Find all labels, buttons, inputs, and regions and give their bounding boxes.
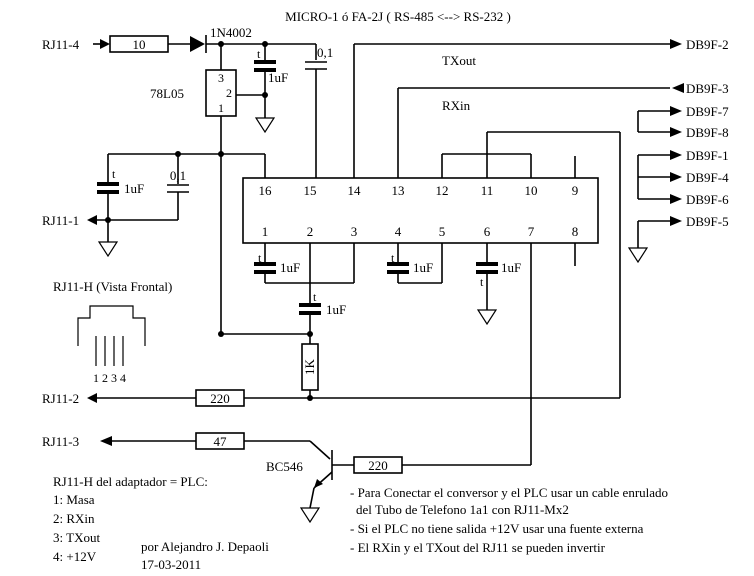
arrow-icon: [670, 150, 682, 160]
ic-pin-label: 8: [572, 224, 579, 239]
transistor-label: BC546: [266, 459, 303, 474]
capacitor-electrolytic-icon: [254, 60, 276, 72]
cap-1uf-top-label: 1uF: [268, 70, 288, 85]
reg-pin2: 2: [226, 86, 232, 100]
arrow-icon: [670, 216, 682, 226]
ic-pin-label: 12: [436, 183, 449, 198]
legend-item: 4: +12V: [53, 549, 97, 564]
arrow-icon: [100, 39, 110, 49]
label-rj11-1: RJ11-1: [42, 213, 79, 228]
ic-pin-label: 10: [525, 183, 538, 198]
label-db9f-7: DB9F-7: [686, 104, 729, 119]
polarity-mark: t: [313, 290, 317, 304]
ic-pin-label: 2: [307, 224, 314, 239]
resistor-220-a-label: 220: [210, 391, 230, 406]
arrow-icon: [87, 215, 97, 225]
label-db9f-5: DB9F-5: [686, 214, 729, 229]
label-db9f-4: DB9F-4: [686, 170, 729, 185]
author-date: 17-03-2011: [141, 557, 201, 572]
diagram-title: MICRO-1 ó FA-2J ( RS-485 <--> RS-232 ): [285, 9, 511, 24]
cap-1uf-c3-label: 1uF: [413, 260, 433, 275]
reg-pin1: 1: [218, 101, 224, 115]
arrow-icon: [670, 172, 682, 182]
capacitor-electrolytic-icon: [97, 182, 119, 194]
polarity-mark: t: [480, 275, 484, 289]
label-db9f-2: DB9F-2: [686, 37, 729, 52]
arrow-icon: [670, 127, 682, 137]
capacitor-electrolytic-icon: [254, 262, 276, 274]
label-txout: TXout: [442, 53, 476, 68]
regulator-label: 78L05: [150, 86, 184, 101]
arrow-icon: [670, 106, 682, 116]
ic-pin-label: 3: [351, 224, 358, 239]
legend-title: RJ11-H del adaptador = PLC:: [53, 474, 208, 489]
legend-item: 1: Masa: [53, 492, 95, 507]
ic-pin-label: 13: [392, 183, 405, 198]
note-line: del Tubo de Telefono 1a1 con RJ11-Mx2: [356, 502, 569, 517]
rj11h-title: RJ11-H (Vista Frontal): [53, 279, 172, 294]
reg-pin3: 3: [218, 71, 224, 85]
ic-chip: [242, 177, 599, 244]
polarity-mark: t: [112, 167, 116, 181]
cap-1uf-left-label: 1uF: [124, 181, 144, 196]
capacitor-icon: [305, 61, 327, 70]
cap-1uf-c4-label: 1uF: [501, 260, 521, 275]
arrow-icon: [87, 393, 97, 403]
label-db9f-3: DB9F-3: [686, 81, 729, 96]
resistor-220-b-label: 220: [368, 458, 388, 473]
note-line: - Si el PLC no tiene salida +12V usar un…: [350, 521, 644, 536]
label-db9f-8: DB9F-8: [686, 125, 729, 140]
transistor-npn-icon: [313, 450, 333, 489]
arrow-icon: [100, 436, 112, 446]
cap-1uf-c2-label: 1uF: [326, 302, 346, 317]
label-db9f-1: DB9F-1: [686, 148, 729, 163]
ground-icon: [299, 507, 321, 524]
label-rj11-3: RJ11-3: [42, 434, 79, 449]
label-db9f-6: DB9F-6: [686, 192, 729, 207]
label-rj11-4: RJ11-4: [42, 37, 80, 52]
arrow-icon: [672, 83, 684, 93]
ground-icon: [627, 247, 649, 264]
ic-pin-label: 11: [481, 183, 494, 198]
label-rj11-2: RJ11-2: [42, 391, 79, 406]
resistor-47-label: 47: [214, 434, 228, 449]
legend-item: 2: RXin: [53, 511, 95, 526]
ic-pin-label: 5: [439, 224, 446, 239]
cap-1uf-c1-label: 1uF: [280, 260, 300, 275]
capacitor-electrolytic-icon: [476, 262, 498, 274]
author-name: por Alejandro J. Depaoli: [141, 539, 269, 554]
ic-pin-label: 14: [348, 183, 362, 198]
polarity-mark: t: [258, 251, 262, 265]
rj11h-pins: 1 2 3 4: [93, 371, 126, 385]
ic-pin-label: 1: [262, 224, 269, 239]
capacitor-icon: [167, 184, 189, 193]
ground-icon: [97, 241, 119, 258]
rj11-connector-icon: [77, 305, 146, 366]
resistor-1k-label: 1K: [302, 358, 317, 375]
resistor-10-label: 10: [133, 37, 146, 52]
ground-icon: [254, 117, 276, 134]
ic-pin-label: 9: [572, 183, 579, 198]
legend-item: 3: TXout: [53, 530, 100, 545]
ic-pin-label: 16: [259, 183, 273, 198]
polarity-mark: t: [257, 47, 261, 61]
capacitor-electrolytic-icon: [387, 262, 409, 274]
capacitor-electrolytic-icon: [299, 303, 321, 315]
diode-label: 1N4002: [210, 25, 252, 40]
diode-icon: [190, 35, 207, 53]
arrow-icon: [670, 194, 682, 204]
cap-01-top-label: 0,1: [317, 45, 333, 60]
arrow-icon: [670, 39, 682, 49]
ic-pin-label: 4: [395, 224, 402, 239]
label-rxin: RXin: [442, 98, 471, 113]
ic-pin-label: 15: [304, 183, 317, 198]
ic-pin-label: 6: [484, 224, 491, 239]
polarity-mark: t: [391, 251, 395, 265]
cap-01-left-label: 0,1: [170, 168, 186, 183]
ground-icon: [476, 309, 498, 326]
note-line: - El RXin y el TXout del RJ11 se pueden …: [350, 540, 606, 555]
ic-pin-label: 7: [528, 224, 535, 239]
note-line: - Para Conectar el conversor y el PLC us…: [350, 485, 668, 500]
